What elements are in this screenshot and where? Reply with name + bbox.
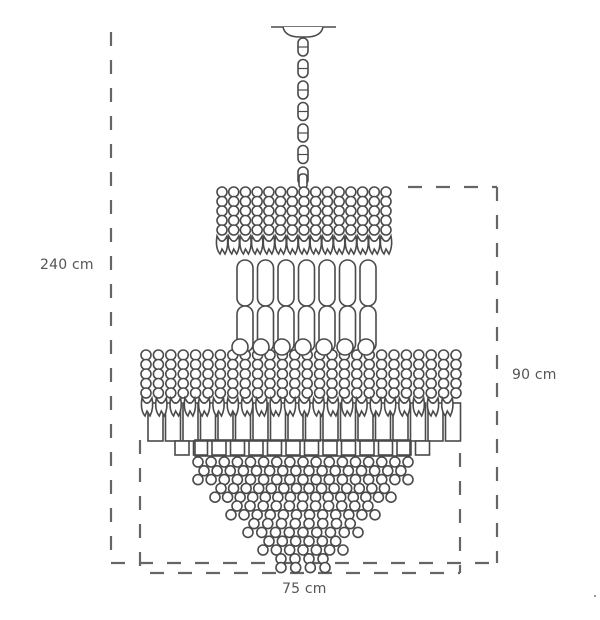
body-height-label: 90 cm — [512, 367, 557, 383]
dimension-lines — [109, 32, 499, 575]
chain-icon — [297, 37, 309, 189]
total-height-label: 240 cm — [40, 257, 94, 273]
lower-tier-leaves — [140, 395, 454, 418]
cone-bead-drops — [192, 456, 414, 574]
upper-tier-leaves — [215, 233, 393, 256]
upper-tier-pills — [236, 259, 377, 353]
width-label: 75 cm — [282, 581, 327, 597]
ceiling-canopy-icon — [271, 26, 336, 38]
artifact-dot — [594, 595, 596, 597]
lower-tier-beads — [140, 338, 462, 399]
upper-tier-beads — [216, 186, 392, 236]
chandelier — [140, 26, 462, 574]
